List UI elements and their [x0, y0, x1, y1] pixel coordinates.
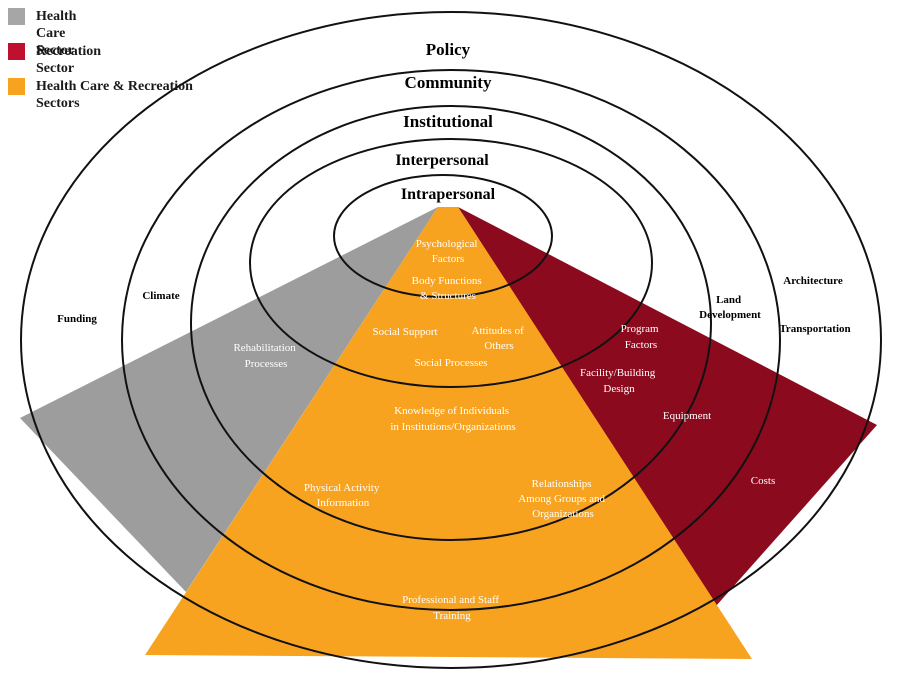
label-land-development: Land Development	[699, 294, 761, 321]
label-knowledge-line2: in Institutions/Organizations	[390, 421, 515, 433]
shared-sectors-pyramid	[145, 207, 752, 659]
label-program-factors-line1: Program	[621, 323, 659, 335]
label-body-functions-line2: & Structures	[420, 290, 476, 302]
ring-label-interpersonal: Interpersonal	[395, 152, 489, 169]
label-architecture: Architecture	[783, 275, 843, 287]
label-facility-line1: Facility/Building	[580, 367, 656, 379]
label-facility-line2: Design	[603, 383, 635, 395]
label-knowledge: Knowledge of Individuals in Institutions…	[390, 405, 515, 433]
institutional-ring	[190, 105, 712, 541]
legend-swatch-health-care	[8, 8, 25, 25]
legend-item-health-care: Health Care Sector	[8, 8, 76, 59]
label-psychological-line2: Factors	[432, 253, 464, 265]
recreation-sector-region	[458, 207, 877, 606]
label-attitudes-of-others: Attitudes of Others	[472, 325, 527, 352]
label-funding: Funding	[57, 313, 97, 325]
label-transportation: Transportation	[779, 323, 850, 335]
legend-swatch-shared	[8, 78, 25, 95]
label-body-functions: Body Functions & Structures	[412, 275, 485, 302]
label-attitudes-line2: Others	[484, 340, 513, 352]
label-program-factors: Program Factors	[621, 323, 662, 351]
label-program-factors-line2: Factors	[625, 339, 657, 351]
label-relationships: Relationships Among Groups and Organizat…	[518, 478, 608, 520]
ring-label-institutional: Institutional	[403, 112, 493, 131]
label-rehabilitation-processes: Rehabilitation Processes	[233, 342, 298, 370]
legend-label-health-care: Health Care Sector	[36, 9, 77, 58]
intrapersonal-ring	[333, 174, 553, 298]
label-rehabilitation-line2: Processes	[245, 358, 288, 370]
label-professional-training: Professional and Staff Training	[402, 594, 502, 622]
ring-label-intrapersonal: Intrapersonal	[401, 186, 496, 203]
label-relationships-line1: Relationships	[532, 478, 592, 490]
health-care-sector-region	[20, 207, 438, 592]
label-relationships-line2: Among Groups and	[518, 493, 605, 505]
label-facility-design: Facility/Building Design	[580, 367, 658, 395]
label-climate: Climate	[142, 290, 179, 302]
legend-item-recreation: Recreation Sector	[8, 43, 101, 77]
label-physical-activity-info: Physical Activity Information	[304, 482, 382, 509]
label-physical-activity-line1: Physical Activity	[304, 482, 380, 494]
label-land-development-line2: Development	[699, 309, 761, 321]
label-knowledge-line1: Knowledge of Individuals	[394, 405, 509, 417]
label-land-development-line1: Land	[716, 294, 741, 306]
label-rehabilitation-line1: Rehabilitation	[233, 342, 296, 354]
legend-item-shared: Health Care & Recreation Sectors	[8, 78, 208, 112]
label-attitudes-line1: Attitudes of	[472, 325, 525, 337]
label-professional-line1: Professional and Staff	[402, 594, 499, 606]
label-social-support: Social Support	[372, 326, 437, 338]
label-equipment: Equipment	[663, 410, 711, 422]
policy-ring	[20, 11, 882, 669]
interpersonal-ring	[249, 138, 653, 388]
legend-label-recreation: Recreation Sector	[36, 44, 102, 76]
legend-swatch-recreation	[8, 43, 25, 60]
label-social-processes: Social Processes	[414, 357, 487, 369]
label-psychological-line1: Psychological	[416, 238, 478, 250]
label-physical-activity-line2: Information	[317, 497, 370, 509]
label-professional-line2: Training	[433, 610, 471, 622]
label-body-functions-line1: Body Functions	[412, 275, 482, 287]
ring-label-policy: Policy	[426, 40, 471, 59]
label-costs: Costs	[751, 475, 775, 487]
label-relationships-line3: Organizations	[532, 508, 594, 520]
community-ring	[121, 69, 781, 611]
ring-label-community: Community	[405, 73, 492, 92]
label-psychological-factors: Psychological Factors	[416, 238, 480, 265]
legend-label-shared: Health Care & Recreation Sectors	[36, 79, 193, 111]
